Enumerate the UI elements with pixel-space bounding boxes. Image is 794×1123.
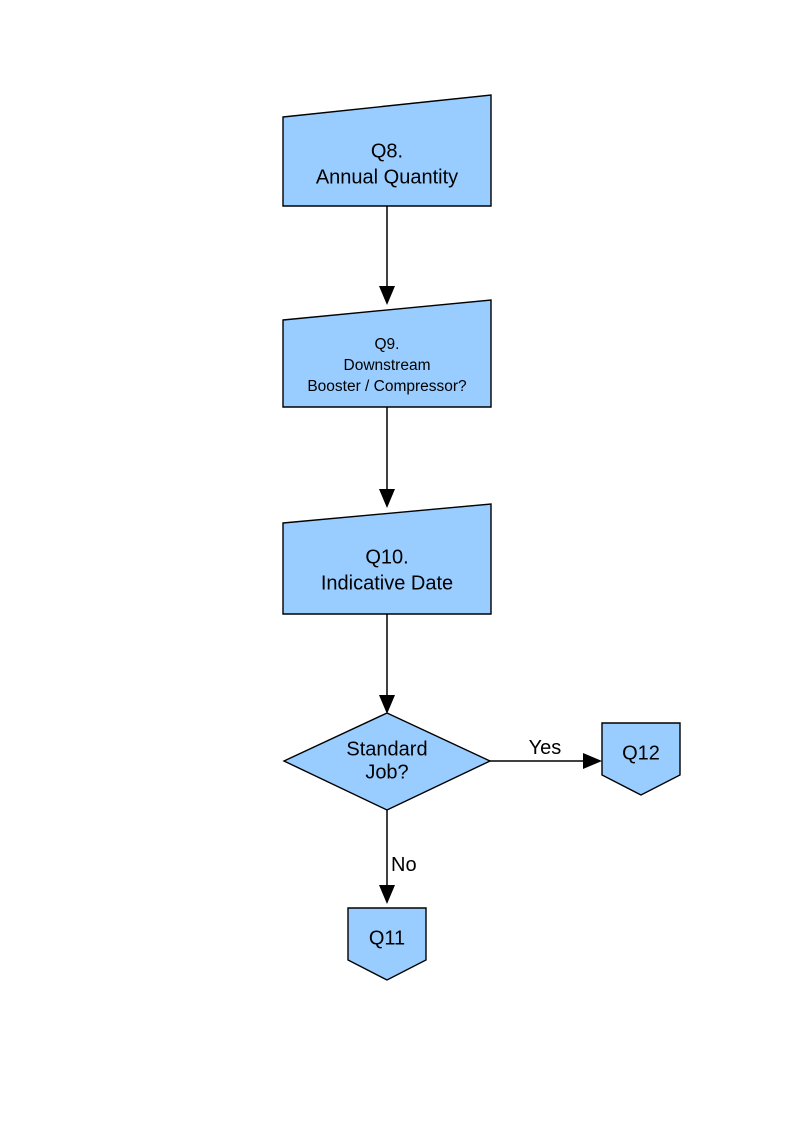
q12-shape[interactable] [601,722,681,796]
q10-label-line1: Q10. [365,546,408,568]
q10-label-line2: Indicative Date [321,572,453,594]
edge-no-arrowhead [379,885,395,904]
q11-label: Q11 [369,927,405,949]
q9-label-line2: Downstream [344,357,431,374]
edge-decision-to-q11: No [379,810,417,904]
node-decision-standard-job[interactable]: Standard Job? [282,712,492,811]
edge-q9-to-q10 [379,407,395,508]
q9-shape[interactable] [282,299,492,408]
edge-q10-decision-arrowhead [379,695,395,714]
node-q10[interactable]: Q10. Indicative Date [282,503,492,615]
q8-shape[interactable] [282,94,492,207]
q8-label-line2: Annual Quantity [316,166,458,188]
decision-label-line2: Job? [365,761,408,783]
edge-label-yes: Yes [529,737,562,759]
q10-shape[interactable] [282,503,492,615]
edge-decision-to-q12: Yes [490,737,602,769]
decision-label-line1: Standard [346,738,427,760]
q8-label-line1: Q8. [371,140,403,162]
edge-label-no: No [391,854,417,876]
q9-label-line3: Booster / Compressor? [307,378,467,395]
node-q9[interactable]: Q9. Downstream Booster / Compressor? [282,299,492,408]
q12-label: Q12 [622,742,660,764]
edge-q8-to-q9 [379,206,395,305]
edge-q10-to-decision [379,614,395,714]
node-q11[interactable]: Q11 [347,907,427,981]
q9-label-line1: Q9. [375,336,400,353]
edge-q9-q10-arrowhead [379,489,395,508]
edge-q8-q9-arrowhead [379,286,395,305]
node-q12[interactable]: Q12 [601,722,681,796]
node-q8[interactable]: Q8. Annual Quantity [282,94,492,207]
q11-shape[interactable] [347,907,427,981]
edge-yes-arrowhead [583,753,602,769]
